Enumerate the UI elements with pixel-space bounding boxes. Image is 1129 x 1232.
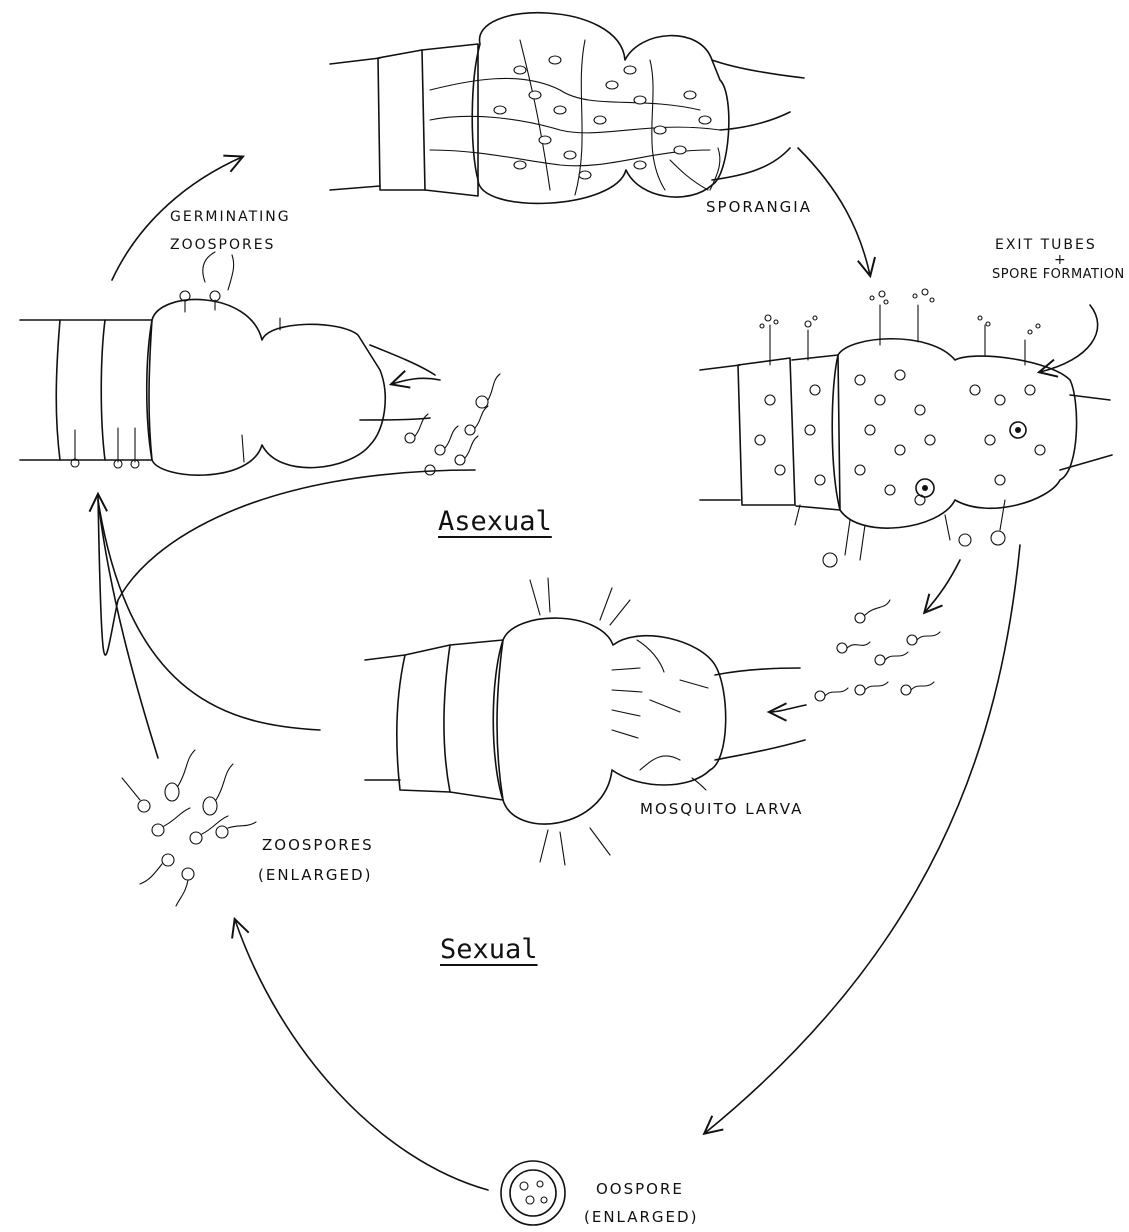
exit-tubes-label: EXIT TUBES xyxy=(995,236,1097,254)
sexual-cycle-title: Sexual xyxy=(440,934,538,965)
oospore-label: OOSPORE xyxy=(596,1180,684,1198)
mosquito-larva xyxy=(365,578,805,865)
larva-with-exit-tubes xyxy=(700,289,1112,567)
zoospores-enlarged-label: (ENLARGED) xyxy=(258,866,372,884)
germinating-label: GERMINATING xyxy=(170,208,291,226)
larva-with-germinating-zoospores xyxy=(20,291,435,475)
sporangia-label: SPORANGIA xyxy=(706,198,812,216)
larva-with-sporangia xyxy=(330,13,804,204)
oospore-enlarged-label: (ENLARGED) xyxy=(584,1208,698,1226)
released-zoospores xyxy=(815,600,940,701)
asexual-cycle-title: Asexual xyxy=(438,506,552,537)
infecting-zoospores xyxy=(405,374,500,475)
spore-formation-label: SPORE FORMATION xyxy=(992,266,1125,284)
zoospores-enlarged xyxy=(122,750,256,906)
oospore-enlarged xyxy=(501,1161,565,1225)
cycle-arrows xyxy=(98,148,1098,1190)
mosquito-larva-label: MOSQUITO LARVA xyxy=(640,800,803,818)
germinating-zoospores-label: ZOOSPORES xyxy=(170,236,275,254)
zoospores-label: ZOOSPORES xyxy=(262,836,374,854)
